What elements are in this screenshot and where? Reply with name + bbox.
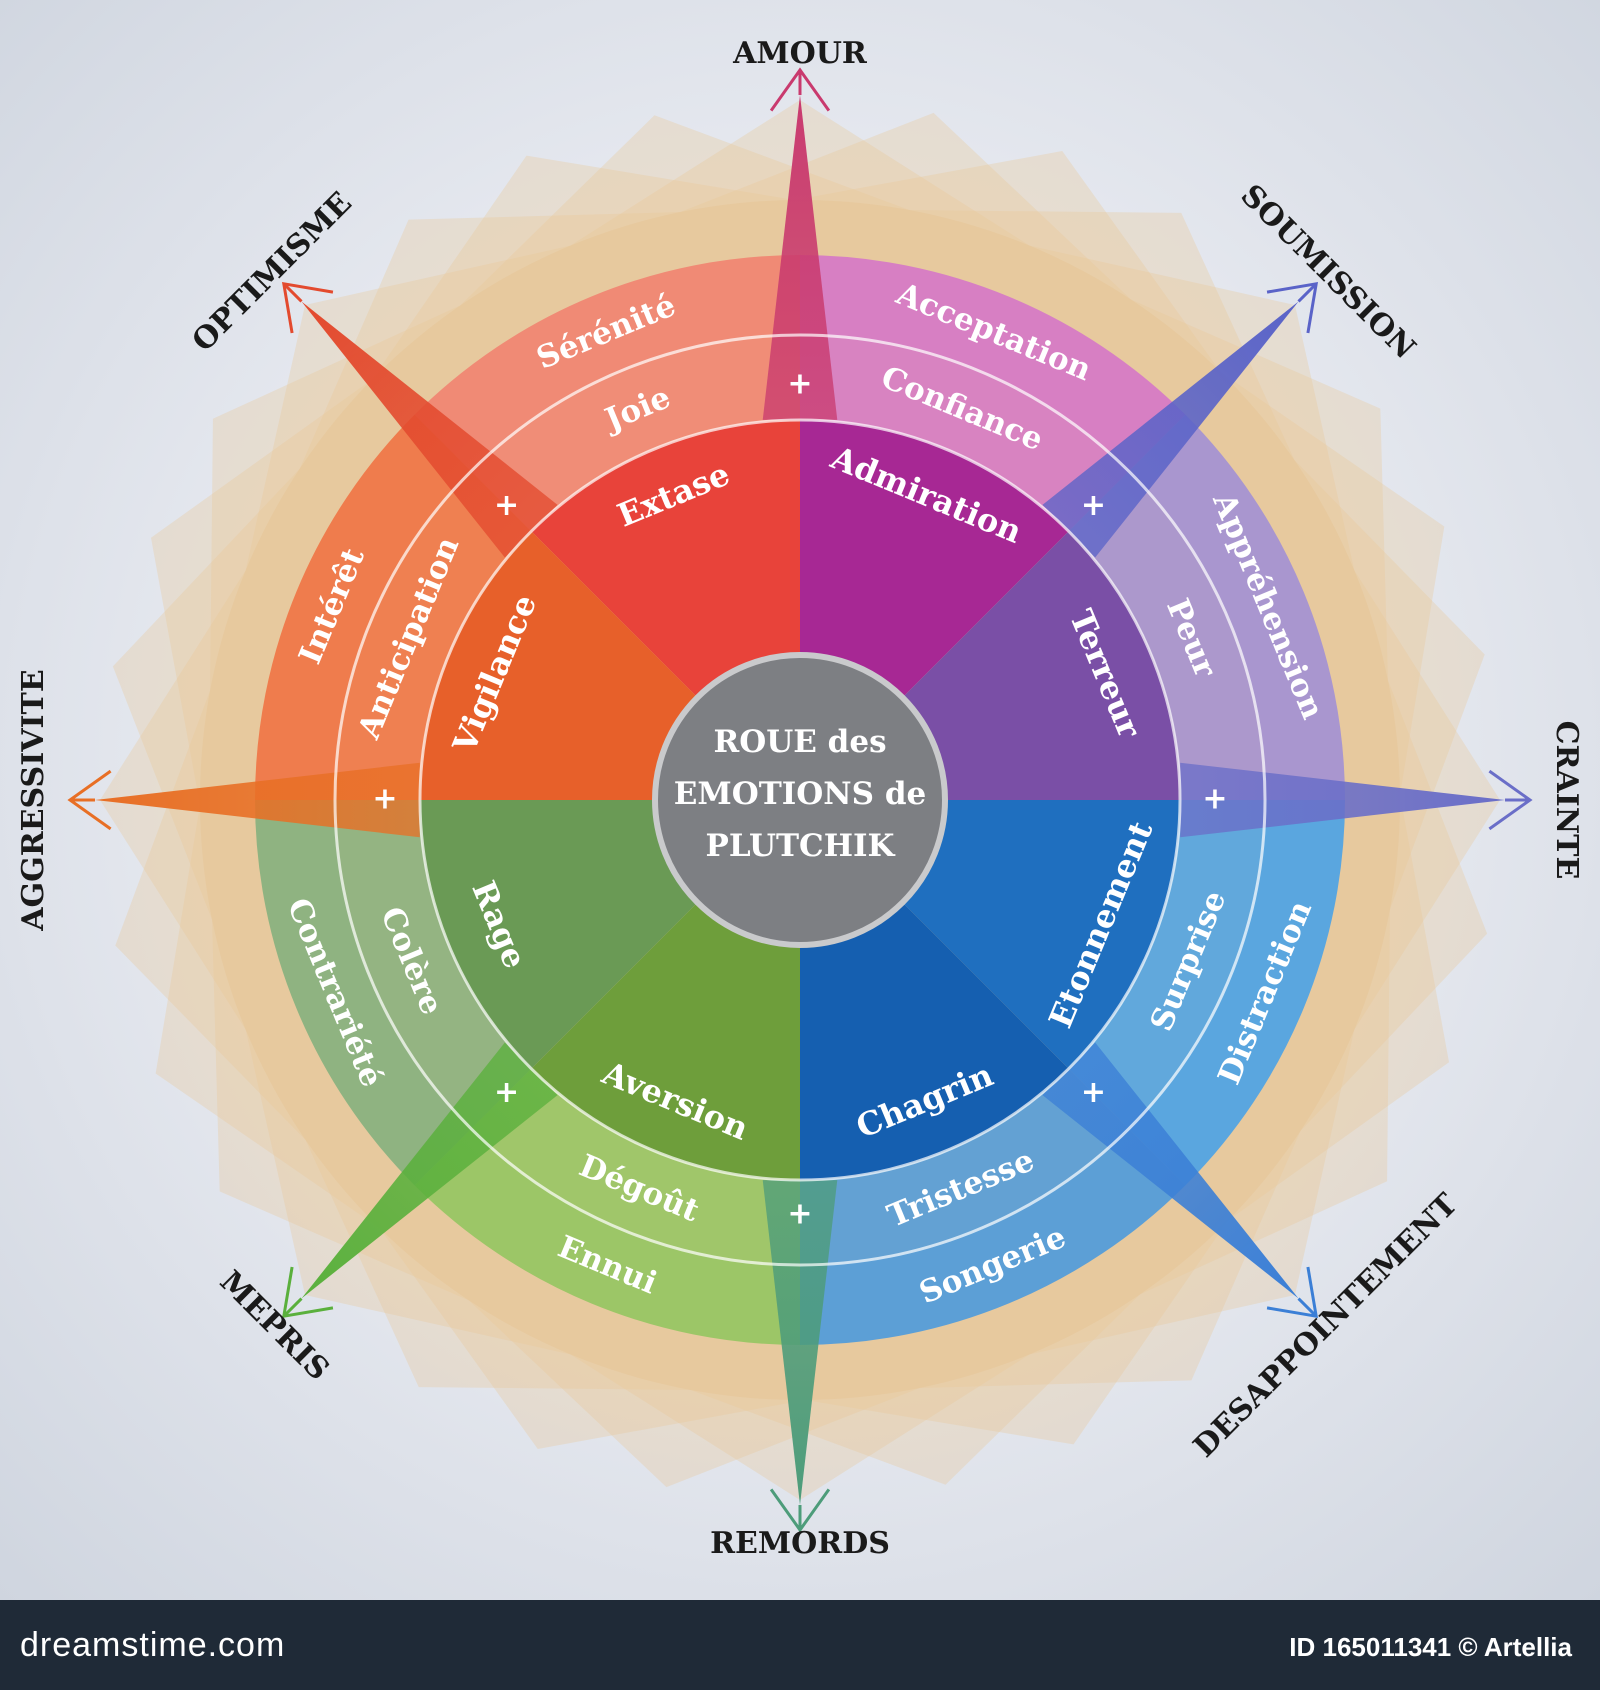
outer-ring-sector xyxy=(414,1128,800,1345)
middle-ring-sector xyxy=(800,1068,1129,1265)
arrow-shaft xyxy=(282,1297,303,1318)
footer-brand: dreamstime.com xyxy=(20,1626,286,1664)
outer-ring-sector xyxy=(255,800,472,1186)
ring-line xyxy=(333,333,1267,1267)
dyad-spike xyxy=(301,301,558,558)
middle-ring-sector xyxy=(1068,471,1265,800)
inner-ring-sector xyxy=(420,800,698,1069)
middle-ring-sector xyxy=(335,471,532,800)
dyad-label: AGGRESSIVITE xyxy=(16,669,51,932)
dyad-spike xyxy=(95,762,420,838)
plus-sign: + xyxy=(787,1197,812,1232)
outer-ring-sector xyxy=(800,255,1186,472)
outer-ring-sector xyxy=(414,255,800,472)
inner-ring-sector xyxy=(800,902,1069,1180)
inner-ring-sector xyxy=(902,800,1180,1069)
dyad-label: REMORDS xyxy=(710,1526,890,1561)
dyad-label: CRAINTE xyxy=(1549,721,1584,880)
inner-ring-sector xyxy=(800,420,1069,698)
center-disc xyxy=(652,652,948,948)
plus-signs: + + + + + + + + xyxy=(372,367,1227,1232)
center-title-line-1: ROUE des xyxy=(713,724,886,760)
plus-sign: + xyxy=(1202,782,1227,817)
outer-ring-sector xyxy=(1128,414,1345,800)
dyad-spike xyxy=(762,95,838,420)
arrow-shaft xyxy=(1297,282,1318,303)
center-title-line-3: PLUTCHIK xyxy=(706,828,896,864)
dyad-spike xyxy=(301,1042,558,1299)
dyad-spike xyxy=(1042,301,1299,558)
inner-ring-sector xyxy=(531,420,800,698)
arrow-shaft xyxy=(1297,1297,1318,1318)
footer-bar: dreamstime.com ID 165011341 © Artellia xyxy=(0,1600,1600,1690)
arrow-shaft xyxy=(282,282,303,303)
outer-ring xyxy=(255,255,1345,1345)
dyad-spike xyxy=(1042,1042,1299,1299)
inner-ring-sector xyxy=(531,902,800,1180)
middle-ring-sector xyxy=(1068,800,1265,1129)
ring-separators xyxy=(333,333,1267,1267)
ring-line xyxy=(418,418,1182,1182)
middle-ring-sector xyxy=(471,1068,800,1265)
center-circle: ROUE des EMOTIONS de PLUTCHIK xyxy=(652,652,948,948)
inner-ring xyxy=(420,420,1180,1180)
dyad-spike xyxy=(762,1180,838,1505)
middle-ring xyxy=(335,335,1265,1265)
center-title-line-2: EMOTIONS de xyxy=(674,776,926,812)
inner-ring-sector xyxy=(420,531,698,800)
inner-ring-sector xyxy=(902,531,1180,800)
plus-sign: + xyxy=(494,1075,519,1110)
outer-ring-sector xyxy=(255,414,472,800)
dyad-spike xyxy=(1180,762,1505,838)
outer-ring-sector xyxy=(800,1128,1186,1345)
dyad-label: AMOUR xyxy=(732,36,868,71)
plutchik-wheel-diagram: SérénitéJoieExtaseAcceptationConfianceAd… xyxy=(16,36,1584,1561)
plus-sign: + xyxy=(787,367,812,402)
middle-ring-sector xyxy=(335,800,532,1129)
outer-ring-sector xyxy=(1128,800,1345,1186)
footer-credit: ID 165011341 © Artellia xyxy=(1289,1632,1572,1662)
plus-sign: + xyxy=(372,782,397,817)
plus-sign: + xyxy=(1081,488,1106,523)
plus-sign: + xyxy=(494,488,519,523)
dyad-arrows xyxy=(67,67,1533,1533)
plus-sign: + xyxy=(1081,1075,1106,1110)
middle-ring-sector xyxy=(800,335,1129,532)
middle-ring-sector xyxy=(471,335,800,532)
